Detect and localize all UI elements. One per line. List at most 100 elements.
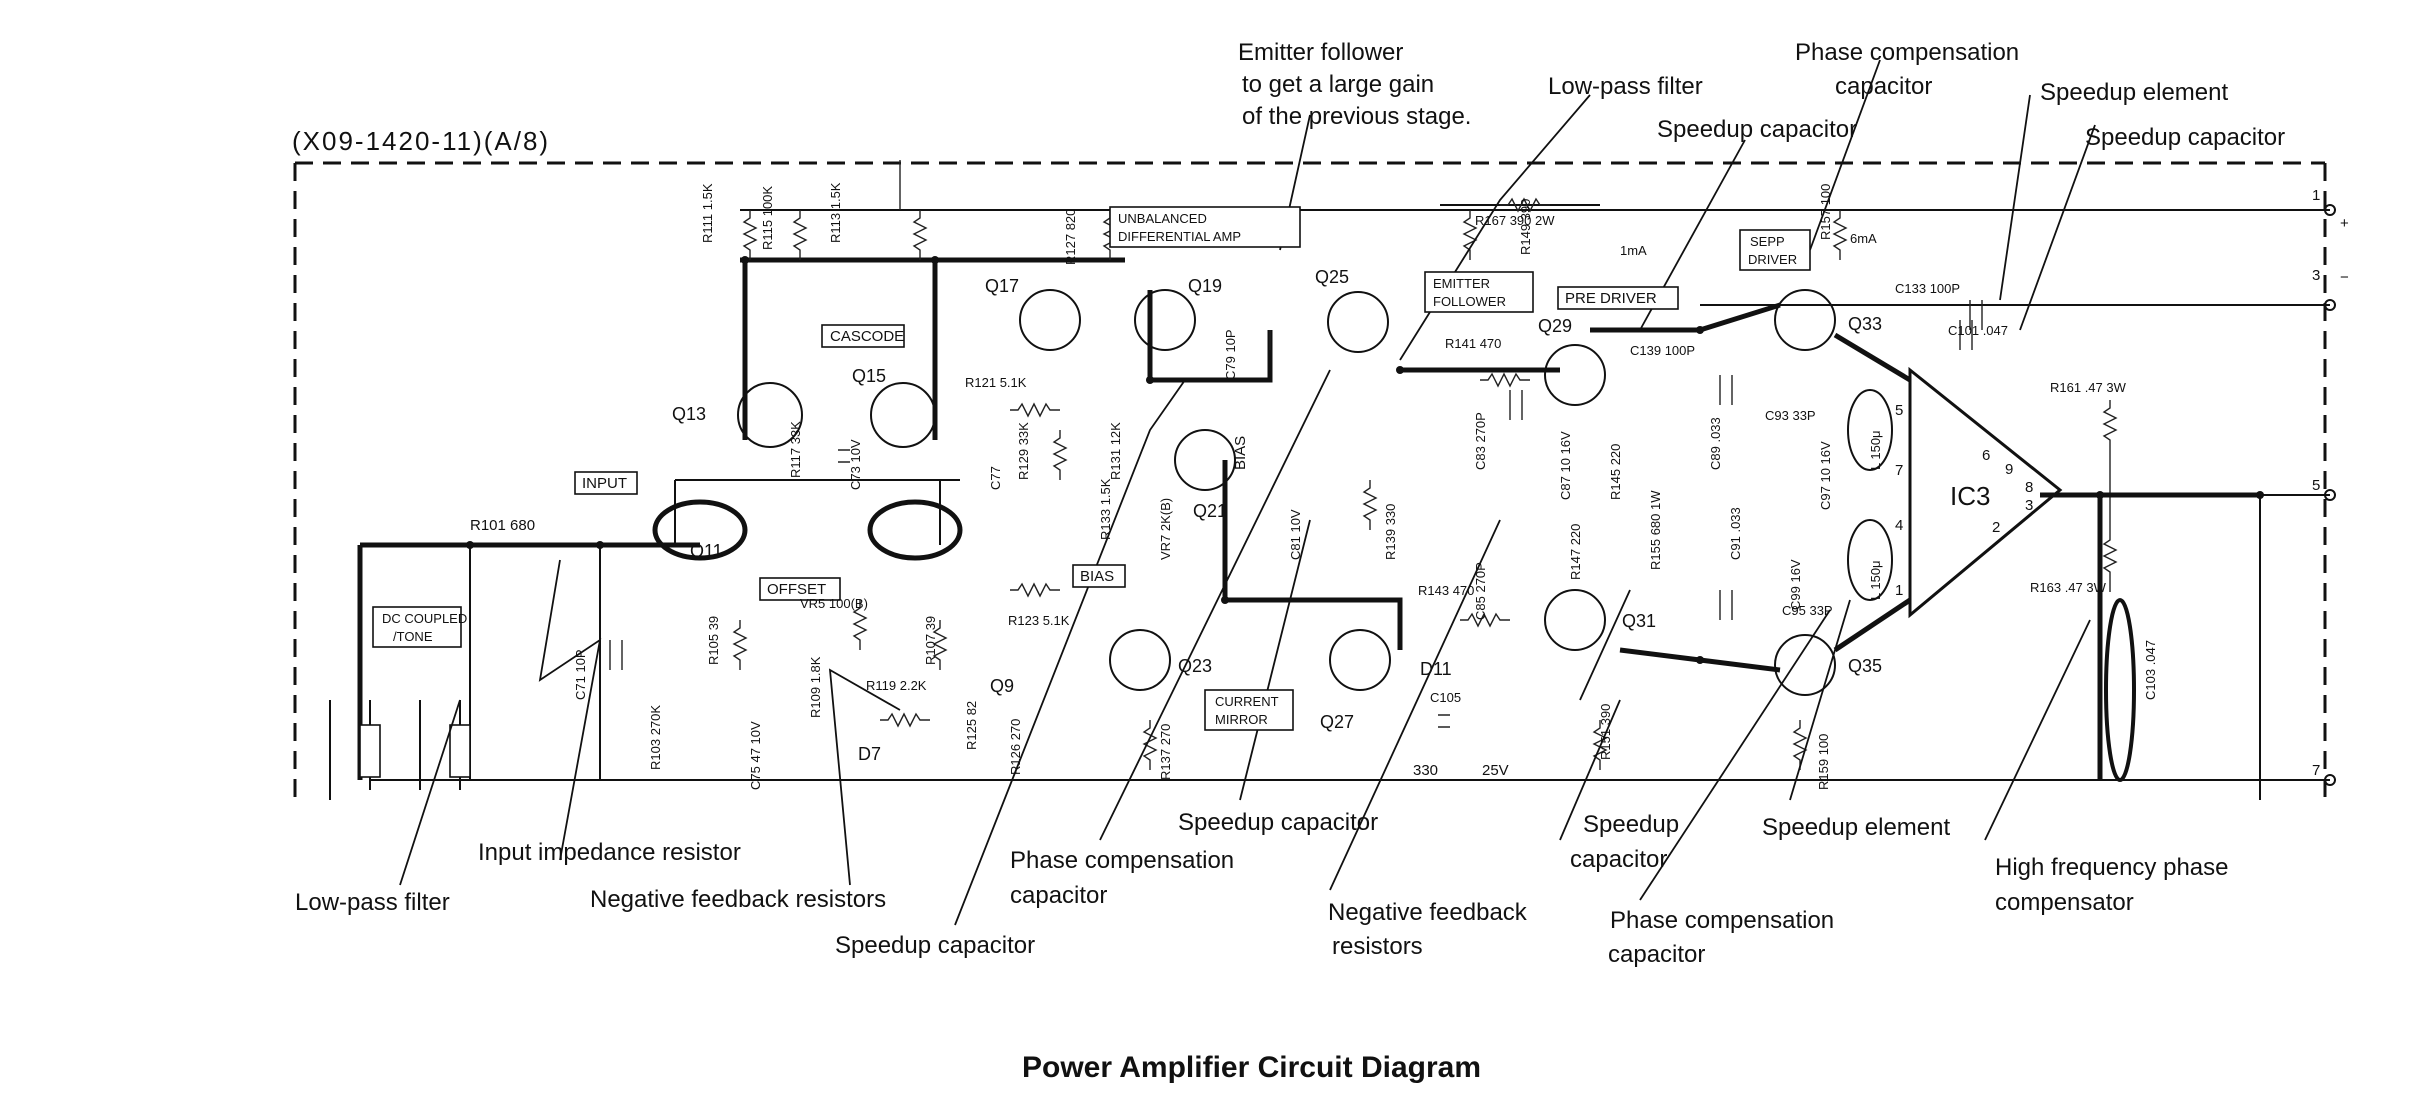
ann-neg-feedback-right-1: Negative feedback (1328, 899, 1528, 926)
c95-label: C95 33P (1782, 603, 1833, 618)
q9-label: Q9 (990, 676, 1014, 696)
c87-label: C87 10 16V (1558, 431, 1573, 500)
ic-pin-numbers: 5 7 4 1 6 9 8 3 2 (1895, 402, 2033, 599)
vr5-label: VR5 100(B) (800, 596, 868, 611)
emitter-follower-label-2: FOLLOWER (1433, 294, 1506, 309)
ann-neg-feedback-left: Negative feedback resistors (590, 886, 886, 913)
r119-label: R119 2.2K (866, 678, 927, 693)
dc-coupled-label-1: DC COUPLED (382, 611, 467, 626)
r126-label: R126 270 (1008, 719, 1023, 775)
r149-label: R149 390 (1518, 199, 1533, 255)
ann-neg-feedback-right-2: resistors (1332, 933, 1423, 960)
ann-phase-comp-right-1: Phase compensation (1610, 907, 1834, 934)
input-label: INPUT (582, 475, 627, 492)
ic-pin-2: 2 (1992, 519, 2000, 536)
c133-label: C133 100P (1895, 281, 1960, 296)
r159-label: R159 100 (1816, 734, 1831, 790)
unbalanced-label-1: UNBALANCED (1118, 211, 1207, 226)
ann-phase-comp-top-2: capacitor (1835, 73, 1932, 100)
q19-label: Q19 (1188, 276, 1222, 296)
c71-label: C71 10P (573, 649, 588, 700)
offset-label: OFFSET (767, 581, 826, 598)
ann-speedup-cap-top2: Speedup capacitor (2085, 124, 2285, 151)
ann-speedup-cap-bottom-left: Speedup capacitor (835, 932, 1035, 959)
ann-hf-phase-1: High frequency phase (1995, 854, 2228, 881)
l1-label: L 150μ (1868, 430, 1883, 470)
resistors (732, 197, 2118, 770)
q31-label: Q31 (1622, 611, 1656, 631)
ic-pin-3: 3 (2025, 497, 2033, 514)
ma6-label: 6mA (1850, 231, 1877, 246)
ic3-label: IC3 (1950, 481, 1990, 511)
r163-label: R163 .47 3W (2030, 580, 2107, 595)
c105-label: C105 (1430, 690, 1461, 705)
transistor-symbols (652, 289, 1836, 696)
c89-label: C89 .033 (1708, 417, 1723, 470)
q13-label: Q13 (672, 404, 706, 424)
q27-label: Q27 (1320, 712, 1354, 732)
l2-label: L 150μ (1868, 560, 1883, 600)
ann-hf-phase-2: compensator (1995, 889, 2134, 916)
c75-label: C75 47 10V (748, 721, 763, 790)
transistor-labels: Q11 Q13 Q15 Q17 Q19 Q21 Q23 Q25 Q27 Q29 … (672, 267, 1882, 764)
r161-label: R161 .47 3W (2050, 380, 2127, 395)
r125-label: R125 82 (964, 701, 979, 750)
r105-label: R105 39 (706, 616, 721, 665)
r147-label: R147 220 (1568, 524, 1583, 580)
c83-label: C83 270P (1473, 412, 1488, 470)
ann-speedup-cap-right-2: capacitor (1570, 846, 1667, 873)
q21-label: Q21 (1193, 501, 1227, 521)
current-mirror-label-2: MIRROR (1215, 712, 1268, 727)
inductors (1847, 389, 2136, 782)
block-label-boxes (372, 206, 1811, 731)
q33-label: Q33 (1848, 314, 1882, 334)
r145-label: R145 220 (1608, 444, 1623, 500)
r139-label: R139 330 (1383, 504, 1398, 560)
r133-label: R133 1.5K (1098, 478, 1113, 540)
component-labels: R101 680 R103 270K R105 39 R107 39 R109 … (470, 182, 2158, 790)
ma1-label: 1mA (1620, 243, 1647, 258)
r131-label: R131 12K (1108, 422, 1123, 480)
pin-7: 7 (2312, 762, 2320, 779)
c73-label: C73 10V (848, 439, 863, 490)
output-pins: 1 3 5 7 + − (2312, 187, 2349, 779)
r167-label: R167 390 2W (1475, 213, 1555, 228)
d7-label: D7 (858, 744, 881, 764)
ic-pin-5: 5 (1895, 402, 1903, 419)
r109-label: R109 1.8K (808, 656, 823, 718)
ann-emitter-follower-3: of the previous stage. (1242, 103, 1471, 130)
rails (370, 160, 2330, 781)
ann-phase-comp-top-1: Phase compensation (1795, 39, 2019, 66)
pre-driver-label: PRE DRIVER (1565, 290, 1657, 307)
current-mirror-label-1: CURRENT (1215, 694, 1279, 709)
r111-label: R111 1.5K (700, 183, 715, 243)
ann-speedup-cap-mid: Speedup capacitor (1178, 809, 1378, 836)
cascode-label: CASCODE (830, 328, 904, 345)
c101-label: C101 .047 (1948, 323, 2008, 338)
ann-low-pass-bottom: Low-pass filter (295, 889, 450, 916)
ann-speedup-cap-top: Speedup capacitor (1657, 116, 1857, 143)
pin-3: 3 (2312, 267, 2320, 284)
c77-label: C77 (988, 466, 1003, 490)
c85-label: C85 270P (1473, 562, 1488, 620)
sepp-driver-label-2: DRIVER (1748, 252, 1797, 267)
r117-label: R117 33K (788, 421, 803, 478)
c99-label: C99 16V (1788, 559, 1803, 610)
input-stage (329, 479, 960, 800)
ic-pin-4: 4 (1895, 517, 1903, 534)
board-outline (293, 161, 2327, 805)
r137-label: R137 270 (1158, 724, 1173, 780)
r129-label: R129 33K (1016, 422, 1031, 480)
pin-markers (2324, 204, 2336, 786)
r141-label: R141 470 (1445, 336, 1501, 351)
board-id: (X09-1420-11)(A/8) (292, 126, 550, 156)
q15-label: Q15 (852, 366, 886, 386)
r103-label: R103 270K (648, 705, 663, 770)
ic-pin-8: 8 (2025, 479, 2033, 496)
q17-label: Q17 (985, 276, 1019, 296)
ann-phase-comp-bottom-2: capacitor (1010, 882, 1107, 909)
pin-sign-minus: − (2340, 269, 2349, 286)
q29-label: Q29 (1538, 316, 1572, 336)
signal-paths (742, 260, 2330, 800)
